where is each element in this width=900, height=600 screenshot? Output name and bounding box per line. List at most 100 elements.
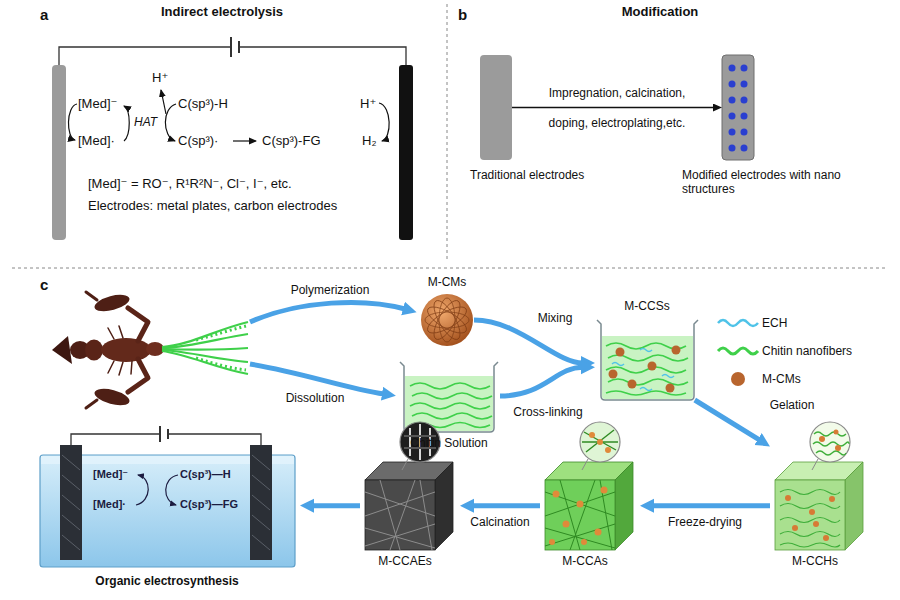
electrode-drawing <box>729 113 736 120</box>
electrolysis-scheme <box>399 65 413 240</box>
carbon-aerogel-cube <box>365 480 435 550</box>
beaker-drawing <box>609 346 681 393</box>
beaker-drawing <box>640 349 652 352</box>
electrolysis-scheme <box>165 104 176 141</box>
electrode-drawing <box>480 55 754 160</box>
node-heading: M-CCAs <box>562 554 607 568</box>
beaker-drawing <box>662 375 674 378</box>
annotation-label: a <box>40 6 48 24</box>
node-heading: Modified electrodes with nano structures <box>682 168 858 196</box>
electrode-drawing <box>729 129 736 136</box>
annotation-label: H⁺ <box>360 96 376 112</box>
process-arrow <box>652 503 770 508</box>
aerogel-cube <box>595 529 602 536</box>
aerogel-cube <box>589 432 611 453</box>
aerogel-cube <box>615 462 633 550</box>
lobster-illustration <box>128 359 148 392</box>
hydrogel-cube <box>780 532 840 537</box>
hydrogel-cube <box>780 490 840 548</box>
process-arrow <box>695 400 760 440</box>
node-heading: Chitin Solution <box>410 436 487 450</box>
figure-node: M-CCAEs <box>360 420 460 552</box>
beaker-drawing <box>608 379 688 385</box>
annotation-label: C(sp³)-FG <box>262 133 321 149</box>
annotation-label: C(sp³)· <box>178 133 218 149</box>
lobster-illustration <box>250 302 405 322</box>
electrolysis-cell <box>71 434 160 445</box>
hydrogel-cube <box>775 480 845 550</box>
carbon-aerogel-cube <box>402 459 408 470</box>
legend-swatch <box>718 320 758 386</box>
aerogel-cube <box>563 521 570 528</box>
microsphere-drawing <box>425 312 469 328</box>
annotation-label: [Med]⁻ <box>78 96 117 112</box>
beaker-drawing <box>616 348 625 357</box>
electrolysis-scheme <box>233 140 256 141</box>
hydrogel-cube <box>813 432 849 455</box>
hydrogel-cube <box>819 436 825 442</box>
edge-label: Cross-linking <box>513 405 582 419</box>
electrolysis-cell <box>168 434 261 445</box>
aerogel-cube <box>582 459 588 470</box>
electrolysis-scheme <box>161 90 166 114</box>
lobster-illustration <box>52 336 72 364</box>
beaker-drawing <box>602 336 693 399</box>
aerogel-cube <box>553 491 560 498</box>
hydrogel-cube <box>785 495 791 501</box>
electrode-drawing <box>729 65 736 72</box>
annotation-label: H₂ <box>362 133 376 149</box>
electrolysis-cell <box>136 475 178 505</box>
hydrogel-cube <box>845 462 863 550</box>
hydrogel-cube <box>780 504 840 509</box>
lobster-illustration <box>93 386 131 409</box>
electrolysis-scheme <box>52 65 66 240</box>
edge-label: Mixing <box>538 311 573 325</box>
aerogel-cube <box>597 439 603 445</box>
beaker-drawing <box>412 393 492 399</box>
electrode-drawing <box>741 81 748 88</box>
figure-node: M-CCAs <box>540 420 640 552</box>
lobster-illustration <box>162 322 248 347</box>
annotation-label: Polymerization <box>291 283 370 297</box>
electrode-drawing <box>729 81 736 88</box>
electrode-drawing <box>741 65 748 72</box>
legend-swatch <box>718 348 758 354</box>
beaker-drawing <box>400 362 498 432</box>
electrode-drawing <box>741 145 748 152</box>
annotation-label: [Med]⁻ = RO⁻, R¹R²N⁻, Cl⁻, I⁻, etc. <box>88 176 292 192</box>
hydrogel-cube <box>780 490 840 495</box>
panel-divider <box>12 4 888 268</box>
beaker-drawing <box>609 370 618 379</box>
microsphere-drawing <box>424 297 470 343</box>
electrolysis-cell <box>167 429 169 439</box>
annotation-label: Dissolution <box>286 391 345 405</box>
cell-species: C(sp³)—FG <box>180 498 238 511</box>
node-heading: Traditional electrodes <box>470 168 584 182</box>
annotation-label: HAT <box>134 115 157 129</box>
electrode-drawing <box>741 129 748 136</box>
aerogel-cube <box>584 432 616 450</box>
legend-text: M-CMs <box>762 372 801 386</box>
electrolysis-scheme <box>230 37 232 57</box>
beaker-drawing <box>612 349 674 391</box>
electrolysis-scheme <box>379 103 389 141</box>
edge-label: Gelation <box>770 398 815 412</box>
lobster-illustration <box>146 342 164 356</box>
hydrogel-cube <box>785 495 835 541</box>
legend-text: Chitin nanofibers <box>762 344 852 358</box>
electrode-drawing <box>741 113 748 120</box>
hydrogel-cube <box>823 535 829 541</box>
aerogel-cube <box>580 422 620 462</box>
legend-swatch <box>731 372 745 386</box>
lobster-illustration <box>108 361 114 373</box>
electrolysis-scheme <box>124 106 129 141</box>
figure-node: Organic electrosynthesis[Med]⁻[Med]·C(sp… <box>35 430 300 570</box>
figure-node: Modified electrodes with nano structures <box>722 55 754 160</box>
beaker-drawing <box>597 320 698 400</box>
legend-swatch <box>718 320 758 326</box>
legend-text: ECH <box>762 316 787 330</box>
aerogel-cube <box>577 501 584 508</box>
process-arrow <box>500 367 583 396</box>
